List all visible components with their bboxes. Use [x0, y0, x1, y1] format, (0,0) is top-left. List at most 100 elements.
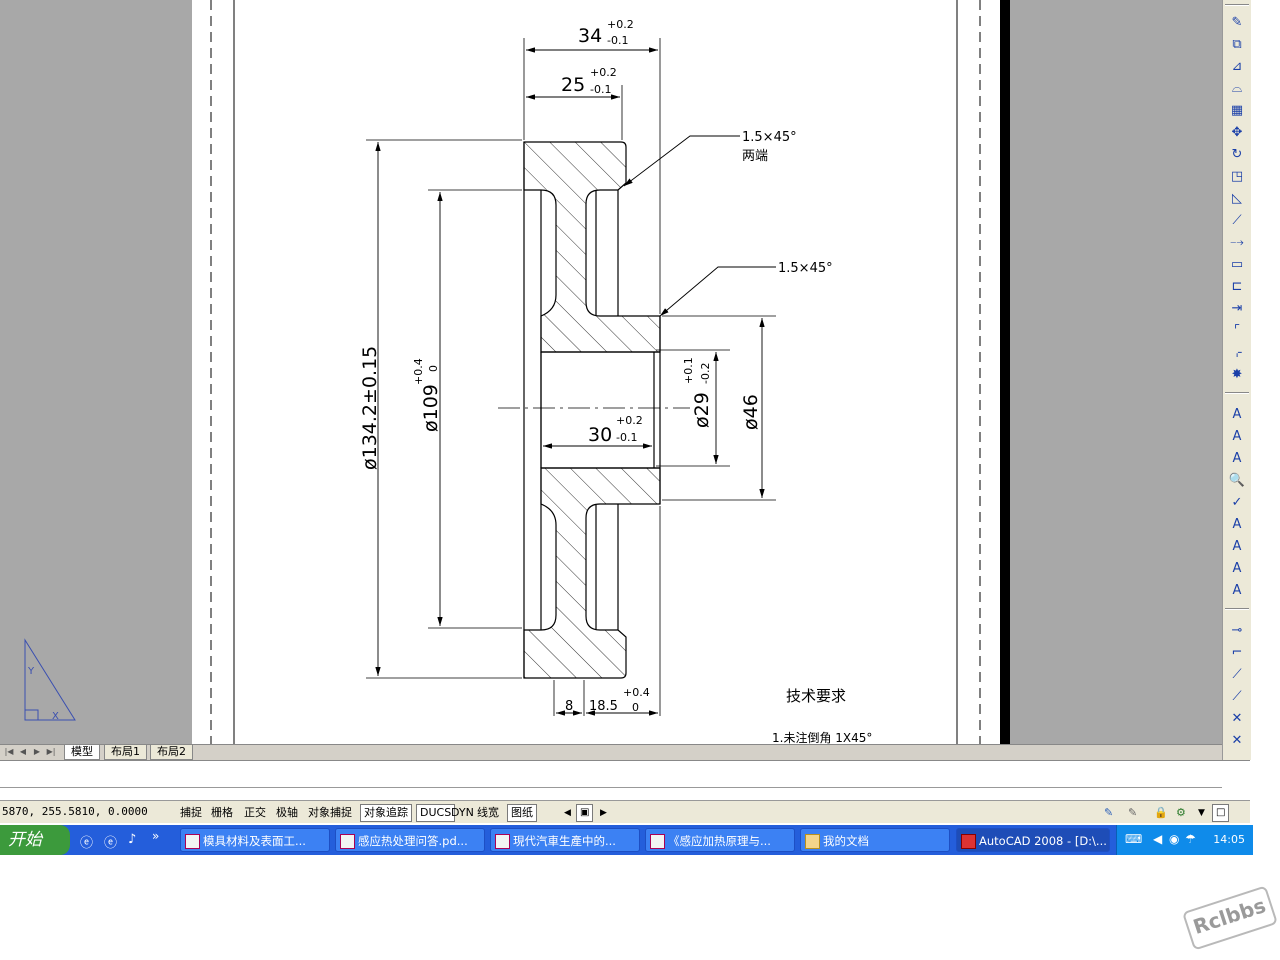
trim-icon[interactable]: ⟋ — [1232, 212, 1242, 228]
lweight-toggle[interactable]: 线宽 — [477, 806, 499, 819]
join-icon[interactable]: ⇥ — [1231, 300, 1243, 316]
prev-tab-icon[interactable]: ◀ — [19, 747, 27, 756]
task-button-induction-principle[interactable]: 《感应加热原理与... — [645, 828, 795, 852]
maximize-viewport-icon[interactable]: ▣ — [576, 804, 594, 822]
text-style-icon[interactable]: A — [1232, 516, 1242, 532]
convert-distance-icon[interactable]: A — [1232, 582, 1242, 598]
autocad-icon — [961, 834, 976, 849]
paper-shadow — [1000, 0, 1010, 744]
fillet-icon[interactable]: ⌌ — [1231, 344, 1243, 360]
snap-apparent-icon[interactable]: ⟋ — [1232, 688, 1242, 704]
tab-model[interactable]: 模型 — [64, 745, 100, 760]
dim-18-5: 18.5 — [589, 699, 618, 714]
task-button-my-documents[interactable]: 我的文档 — [800, 828, 950, 852]
keyboard-icon[interactable]: ⌨ — [1125, 832, 1143, 846]
snap-endpoint-icon[interactable]: ⊸ — [1231, 622, 1243, 638]
dim-109: ø109 — [420, 384, 442, 432]
task-button-autocad[interactable]: AutoCAD 2008 - [D:\... — [956, 828, 1110, 852]
quicklaunch-more-icon[interactable]: » — [152, 829, 160, 843]
section-hatch — [523, 141, 661, 679]
ducs-toggle[interactable]: DUCS — [416, 804, 456, 822]
next-tab-icon[interactable]: ▶ — [33, 747, 41, 756]
chamfer-icon[interactable]: ⌜ — [1233, 322, 1241, 338]
move-icon[interactable]: ✥ — [1231, 124, 1243, 140]
status-menu-icon[interactable]: ▼ — [1198, 808, 1205, 818]
first-tab-icon[interactable]: |◀ — [4, 747, 14, 756]
browser-icon[interactable]: ⓔ — [104, 836, 118, 851]
dim-34: 34 — [578, 25, 602, 47]
scroll-right-icon[interactable]: ▶ — [600, 808, 607, 818]
tab-layout2[interactable]: 布局2 — [150, 745, 193, 760]
spell-check-icon[interactable]: ✓ — [1231, 494, 1243, 510]
scale-text-icon[interactable]: A — [1232, 538, 1242, 554]
task-button-mold-materials[interactable]: 模具材料及表面工... — [180, 828, 330, 852]
explode-icon[interactable]: ✸ — [1231, 366, 1243, 382]
watermark-logo: Rclbbs — [1181, 885, 1279, 951]
dim-29-tol-upper: +0.1 — [682, 357, 695, 384]
chamfer-top-note: 两端 — [742, 149, 768, 164]
windows-taskbar: 开始 ⓔ ⓔ ♪ » 模具材料及表面工... 感应热处理问答.pd... 現代汽… — [0, 825, 1253, 855]
drawing-canvas[interactable]: Y X — [0, 0, 1222, 744]
document-icon — [495, 834, 510, 849]
last-tab-icon[interactable]: ▶| — [46, 747, 56, 756]
dim-46: ø46 — [740, 394, 762, 430]
tech-requirements-title: 技术要求 — [786, 687, 846, 705]
coordinate-readout[interactable]: 5870, 255.5810, 0.0000 — [2, 805, 148, 818]
extend-icon[interactable]: ⤍ — [1230, 234, 1244, 250]
snap-intersection-icon[interactable]: ⟋ — [1232, 666, 1242, 682]
array-icon[interactable]: ▦ — [1230, 102, 1244, 118]
command-window[interactable] — [0, 760, 1250, 801]
multiline-text-icon[interactable]: A — [1232, 406, 1242, 422]
osnap-toggle[interactable]: 对象捕捉 — [308, 806, 352, 819]
clean-screen-icon[interactable]: □ — [1212, 804, 1230, 822]
edit-text-icon[interactable]: A — [1232, 450, 1242, 466]
clock[interactable]: 14:05 — [1213, 833, 1245, 846]
annotation-scale-icon[interactable]: ✎ — [1104, 806, 1114, 819]
dim-25-tol-upper: +0.2 — [590, 66, 617, 79]
paper-sheet — [192, 0, 1010, 744]
break-at-point-icon[interactable]: ▭ — [1230, 256, 1244, 272]
dyn-toggle[interactable]: DYN — [451, 806, 474, 819]
lock-icon[interactable]: 🔒 — [1154, 806, 1168, 819]
erase-icon[interactable]: ✎ — [1231, 14, 1243, 30]
svg-text:Y: Y — [27, 666, 35, 677]
rotate-icon[interactable]: ↻ — [1231, 146, 1243, 162]
tray-settings-icon[interactable]: ⚙ — [1176, 806, 1186, 819]
paper-toggle[interactable]: 图纸 — [507, 804, 537, 822]
offset-icon[interactable]: ⌓ — [1231, 80, 1243, 96]
umbrella-icon[interactable]: ☂ — [1185, 832, 1196, 846]
ortho-toggle[interactable]: 正交 — [244, 806, 266, 819]
media-icon[interactable]: ♪ — [128, 832, 137, 847]
ie-icon[interactable]: ⓔ — [80, 836, 94, 851]
dim-29: ø29 — [691, 392, 713, 428]
stretch-icon[interactable]: ◺ — [1232, 190, 1242, 206]
tab-layout1[interactable]: 布局1 — [104, 745, 147, 760]
dim-29-tol-lower: -0.2 — [699, 363, 712, 384]
start-button[interactable]: 开始 — [0, 825, 70, 855]
mirror-icon[interactable]: ⊿ — [1231, 58, 1243, 74]
snap-center-icon[interactable]: ✕ — [1231, 732, 1243, 748]
grid-toggle[interactable]: 栅格 — [211, 806, 233, 819]
otrack-toggle[interactable]: 对象追踪 — [360, 804, 412, 822]
dim-25: 25 — [561, 74, 585, 96]
find-icon[interactable]: 🔍 — [1228, 472, 1246, 488]
break-icon[interactable]: ⊏ — [1231, 278, 1243, 294]
polar-toggle[interactable]: 极轴 — [276, 806, 298, 819]
dim-134: ø134.2±0.15 — [359, 346, 381, 470]
scroll-left-icon[interactable]: ◀ — [564, 808, 571, 818]
task-button-auto-production[interactable]: 現代汽車生產中的... — [490, 828, 640, 852]
justify-text-icon[interactable]: A — [1232, 560, 1242, 576]
scale-icon[interactable]: ◳ — [1230, 168, 1244, 184]
network-icon[interactable]: ◉ — [1169, 832, 1180, 846]
dim-18-5-tol-upper: +0.4 — [623, 686, 650, 699]
snap-midpoint-icon[interactable]: ⌐ — [1231, 644, 1243, 660]
extension-lines — [366, 38, 776, 716]
toolbar-separator — [1225, 392, 1249, 394]
annotation-visibility-icon[interactable]: ✎ — [1128, 806, 1138, 819]
snap-extension-icon[interactable]: ✕ — [1231, 710, 1243, 726]
copy-icon[interactable]: ⧉ — [1232, 36, 1242, 52]
single-line-text-icon[interactable]: A — [1232, 428, 1242, 444]
task-button-induction-qa[interactable]: 感应热处理问答.pd... — [335, 828, 485, 852]
back-icon[interactable]: ◀ — [1153, 832, 1163, 846]
snap-toggle[interactable]: 捕捉 — [180, 806, 202, 819]
